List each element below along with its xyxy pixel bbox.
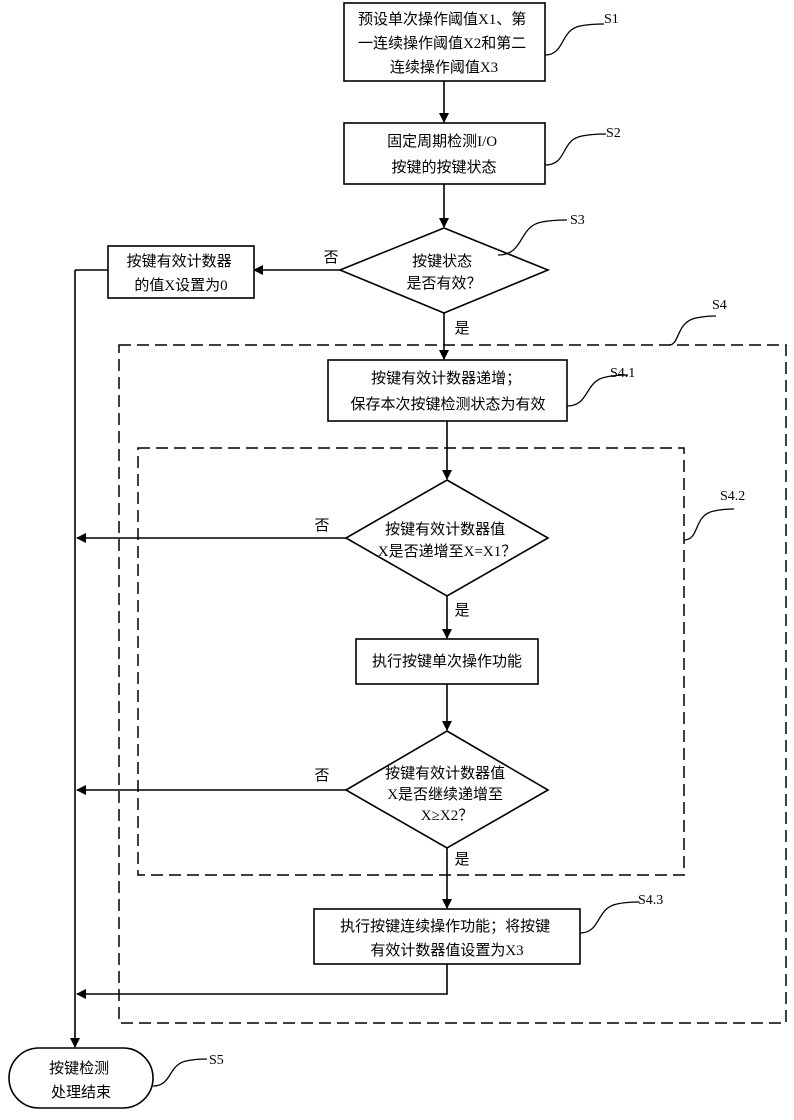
d1-yes-label: 是: [454, 603, 469, 619]
s43-leader: [580, 902, 639, 933]
d2-yes-label: 是: [454, 852, 469, 868]
s3-no-label: 否: [323, 250, 338, 266]
d2-no-label: 否: [314, 768, 329, 784]
s3-step-label: S3: [570, 213, 585, 228]
s3-leader: [498, 220, 567, 255]
s5-leader: [153, 1059, 207, 1086]
s1-leader: [545, 24, 604, 55]
s41-step-label: S4.1: [610, 366, 635, 381]
single-operation-box-text: 执行按键单次操作功能: [372, 653, 522, 670]
s3-yes-label: 是: [454, 321, 469, 337]
s42-leader: [684, 509, 734, 540]
s43-step-label: S4.3: [638, 893, 663, 908]
s4-step-label: S4: [712, 298, 727, 313]
s3-decision: [340, 228, 548, 313]
s2-leader: [545, 134, 606, 165]
s4-leader: [669, 316, 716, 345]
s5-step-label: S5: [209, 1053, 224, 1068]
d1-decision: [346, 480, 548, 596]
edge-s43-return: [77, 964, 447, 994]
s42-step-label: S4.2: [720, 489, 745, 504]
s2-step-label: S2: [606, 126, 621, 141]
s1-step-label: S1: [604, 12, 619, 27]
d1-no-label: 否: [314, 518, 329, 534]
